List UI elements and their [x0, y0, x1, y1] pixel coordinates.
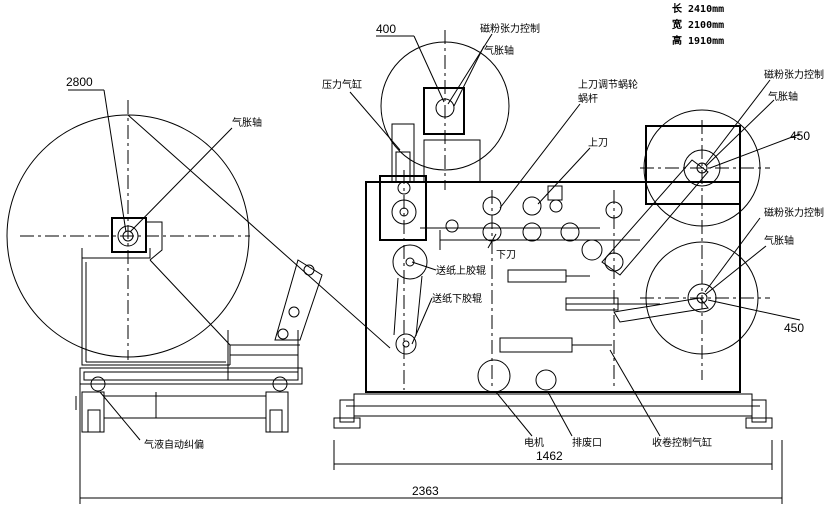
label-lower-knife: 下刀: [496, 250, 516, 261]
label-pressure-cylinder: 压力气缸: [322, 78, 362, 91]
label-magnetic-tension-right-top: 磁粉张力控制: [764, 68, 824, 81]
label-magnetic-tension-top: 磁粉张力控制: [480, 22, 540, 35]
dim-brake-dia: 400: [376, 22, 396, 36]
main-frame-box: [365, 181, 741, 393]
label-air-shaft-right-bottom: 气胀轴: [764, 234, 794, 247]
dimension-lines: [79, 380, 783, 504]
label-air-shaft-left: 气胀轴: [232, 116, 262, 129]
slitter-frame: [333, 30, 773, 429]
dim-frame-width: 1462: [536, 449, 563, 463]
label-auto-correction: 气液自动纠偏: [144, 438, 204, 451]
annotations: 长 2410mm 宽 2100mm 高 1910mm 2800 400 450 …: [66, 2, 824, 498]
feed-upper-roller: [392, 244, 428, 280]
brake-box: [423, 87, 465, 135]
label-upper-knife-adjust: 上刀调节蜗轮: [578, 78, 638, 91]
dim-rewind-bottom: 450: [784, 321, 804, 335]
guide-arm: [274, 259, 323, 341]
label-waste-outlet: 排废口: [572, 436, 602, 449]
label-magnetic-tension-right-bottom: 磁粉张力控制: [764, 206, 824, 219]
label-upper-knife-adjust-2: 蜗杆: [578, 93, 598, 105]
spec-length: 长 2410mm: [672, 2, 724, 15]
leader-lines: [68, 33, 801, 441]
label-feed-lower-roller: 送纸下胶辊: [432, 292, 482, 305]
unwind-shaft-block: [111, 217, 147, 253]
label-air-shaft-top: 气胀轴: [484, 44, 514, 57]
unwind-stand: [6, 100, 391, 433]
waste-outlet: [535, 369, 557, 391]
dim-total-length: 2363: [412, 484, 439, 498]
spec-width: 宽 2100mm: [671, 18, 724, 31]
label-air-shaft-right-top: 气胀轴: [768, 90, 798, 103]
dim-rewind-top: 450: [790, 129, 810, 143]
dim-unwind-dia: 2800: [66, 75, 93, 89]
feed-lower-roller: [395, 333, 417, 355]
label-feed-upper-roller: 送纸上胶辊: [436, 264, 486, 277]
label-motor: 电机: [524, 436, 544, 449]
spec-height: 高 1910mm: [672, 34, 724, 47]
motor: [477, 359, 511, 393]
label-rewind-cylinder: 收卷控制气缸: [652, 436, 712, 449]
label-upper-knife: 上刀: [588, 137, 608, 149]
